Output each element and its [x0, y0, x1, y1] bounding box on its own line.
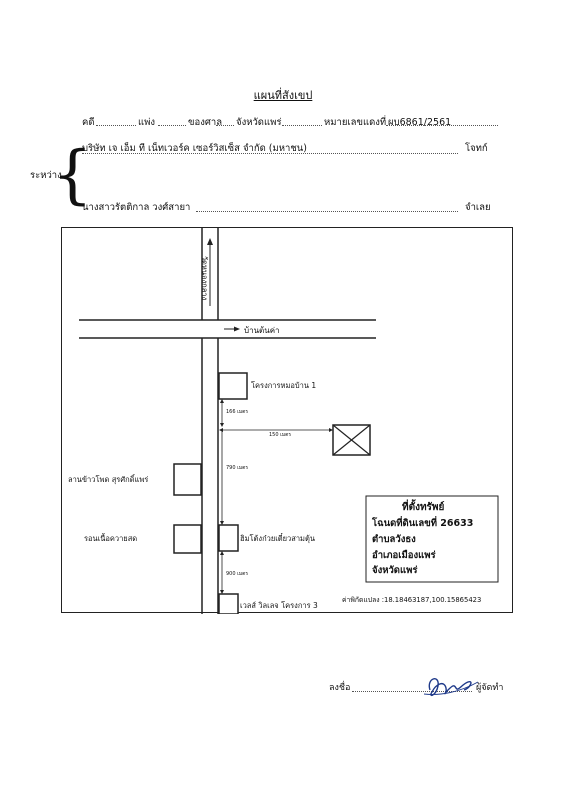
distance-150: 150 เมตร — [269, 432, 292, 438]
noodle-shop-label: ฮิมโต้งก๋วยเตี๋ยวสามตุ้น — [240, 534, 315, 543]
property-box-title: ที่ตั้งทรัพย์ — [402, 502, 445, 513]
property-info-box — [365, 495, 499, 583]
village-project-1-label: โครงการหมอบ้าน 1 — [251, 381, 317, 390]
between-label: ระหว่าง — [30, 170, 62, 181]
defendant-dots — [196, 211, 458, 212]
court-label: ของศาล — [188, 117, 223, 128]
case-label: คดี — [82, 117, 95, 128]
beef-shop-label: รอนเนื้อควายสด — [84, 534, 138, 543]
distance-900: 900 เมตร — [226, 571, 249, 577]
plaintiff-role: โจทก์ — [465, 143, 488, 154]
plaintiff-name: บริษัท เจ เอ็ม ที เน็ทเวอร์ค เซอร์วิสเซ็… — [82, 143, 307, 154]
distance-790: 790 เมตร — [226, 465, 249, 471]
map-drawing — [79, 228, 499, 614]
horizontal-road-label: บ้านต้นค่า — [244, 326, 280, 335]
map-frame: วัดหนองกลาง บ้านต้นค่า โครงการหมอบ้าน 1 … — [61, 227, 513, 614]
province-label: จังหวัดแพร่ — [236, 117, 282, 128]
signature-line — [352, 691, 472, 692]
villa-project-3-label: เวลส์ วิลเลจ โครงการ 3 — [240, 601, 318, 610]
rice-stall-label: ลานข้าวโพด สุรศักดิ์แพร่ — [68, 475, 149, 484]
distance-166: 166 เมตร — [226, 409, 249, 415]
building-village-1 — [218, 372, 248, 400]
red-number-label: หมายเลขแดงที่ — [324, 117, 387, 128]
defendant-name: นางสาวรัตติกาล วงศ์สายา — [82, 202, 191, 213]
court-dots — [216, 125, 234, 126]
defendant-role: จำเลย — [465, 202, 491, 213]
building-rice-stall — [173, 463, 202, 496]
property-box-district: อำเภอเมืองแพร่ — [372, 550, 436, 561]
plaintiff-dots — [82, 153, 458, 154]
building-noodle-shop — [218, 524, 239, 552]
case-dots — [96, 125, 136, 126]
signature-scribble — [423, 678, 479, 697]
coordinates-label: ค่าพิกัดแปลง :18.18463187,100.15865423 — [342, 596, 482, 604]
province-dots — [282, 125, 322, 126]
signed-label: ลงชื่อ — [329, 683, 351, 693]
building-beef-shop — [173, 524, 202, 554]
road-arrow-head — [207, 238, 213, 245]
red-number-dots — [386, 125, 498, 126]
property-box-deed: โฉนดที่ดินเลขที่ 26633 — [372, 518, 474, 529]
civil-label: แพ่ง — [138, 117, 156, 128]
building-villa-3 — [218, 593, 239, 614]
document-title: แผนที่สังเขป — [253, 89, 313, 102]
maker-label: ผู้จัดทำ — [476, 683, 504, 693]
civil-dots — [158, 125, 186, 126]
property-box-subdistrict: ตำบลวังธง — [372, 534, 416, 545]
property-box-province: จังหวัดแพร่ — [372, 565, 418, 576]
red-number-value: ผบ6861/2561 — [388, 117, 452, 128]
vertical-road-label: วัดหนองกลาง — [200, 255, 210, 301]
